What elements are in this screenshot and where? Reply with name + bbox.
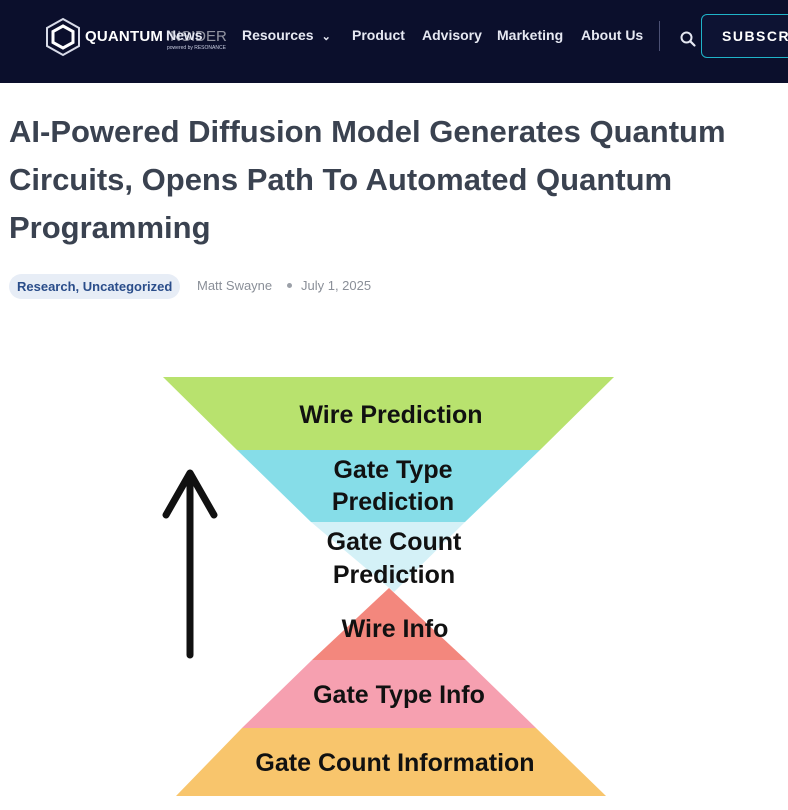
- chevron-down-icon: ⌄: [321, 31, 331, 43]
- nav-item-marketing[interactable]: Marketing: [497, 27, 563, 43]
- nav-item-label: News: [166, 27, 203, 43]
- nav-item-product[interactable]: Product: [352, 27, 405, 43]
- pyramid-layer-gate-count-information: [176, 728, 606, 796]
- nav-item-about-us[interactable]: About Us: [581, 27, 643, 43]
- logo-tagline: powered by RESONANCE: [167, 45, 226, 51]
- label-wire-info: Wire Info: [342, 615, 449, 643]
- nav-item-label: Product: [352, 27, 405, 43]
- article-meta: Research, Uncategorized Matt Swayne July…: [9, 274, 779, 299]
- pyramid-layer-wire-info: [312, 588, 466, 660]
- hexagon-logo-icon: [46, 17, 80, 57]
- nav-item-resources[interactable]: Resources ⌄: [242, 27, 331, 43]
- label-gate-type-prediction-line2: Prediction: [332, 488, 454, 516]
- nav-item-advisory[interactable]: Advisory: [422, 27, 482, 43]
- category-badge[interactable]: Research, Uncategorized: [9, 274, 181, 299]
- nav-divider: [659, 21, 660, 51]
- funnel-layer-gate-type-prediction: [237, 450, 540, 522]
- publish-date: July 1, 2025: [301, 278, 372, 293]
- nav-item-label: About Us: [581, 27, 644, 43]
- top-navbar: QUANTUM INSIDER powered by RESONANCE New…: [0, 0, 788, 83]
- article-title: AI-Powered Diffusion Model Generates Qua…: [9, 114, 726, 245]
- label-gate-type-info: Gate Type Info: [313, 681, 485, 709]
- label-wire-prediction: Wire Prediction: [299, 401, 482, 429]
- author-link[interactable]: Matt Swayne: [197, 278, 273, 293]
- pyramid-layer-gate-type-info: [242, 660, 536, 728]
- up-arrow-icon: [162, 469, 218, 659]
- logo-brand-secondary: INSIDER: [166, 28, 227, 45]
- label-gate-count-prediction-line1: Gate Count: [327, 528, 462, 556]
- nav-item-label: Resources: [242, 27, 314, 43]
- meta-separator-dot: [287, 283, 292, 288]
- nav-item-label: Marketing: [497, 27, 564, 43]
- label-gate-count-information: Gate Count Information: [255, 749, 534, 777]
- funnel-layer-gate-count-prediction: [311, 522, 465, 592]
- subscribe-label: SUBSCRIBE: [722, 28, 788, 44]
- search-icon: [680, 31, 696, 47]
- nav-item-news[interactable]: News: [166, 27, 203, 43]
- funnel-layer-wire-prediction: [163, 377, 614, 450]
- label-gate-count-prediction-line2: Prediction: [333, 561, 455, 589]
- nav-item-label: Advisory: [422, 27, 482, 43]
- search-button[interactable]: [679, 30, 697, 48]
- label-gate-type-prediction-line1: Gate Type: [333, 456, 452, 484]
- site-logo[interactable]: QUANTUM INSIDER powered by RESONANCE: [44, 17, 234, 59]
- subscribe-button[interactable]: SUBSCRIBE: [701, 14, 788, 58]
- logo-brand-primary: QUANTUM: [85, 28, 164, 45]
